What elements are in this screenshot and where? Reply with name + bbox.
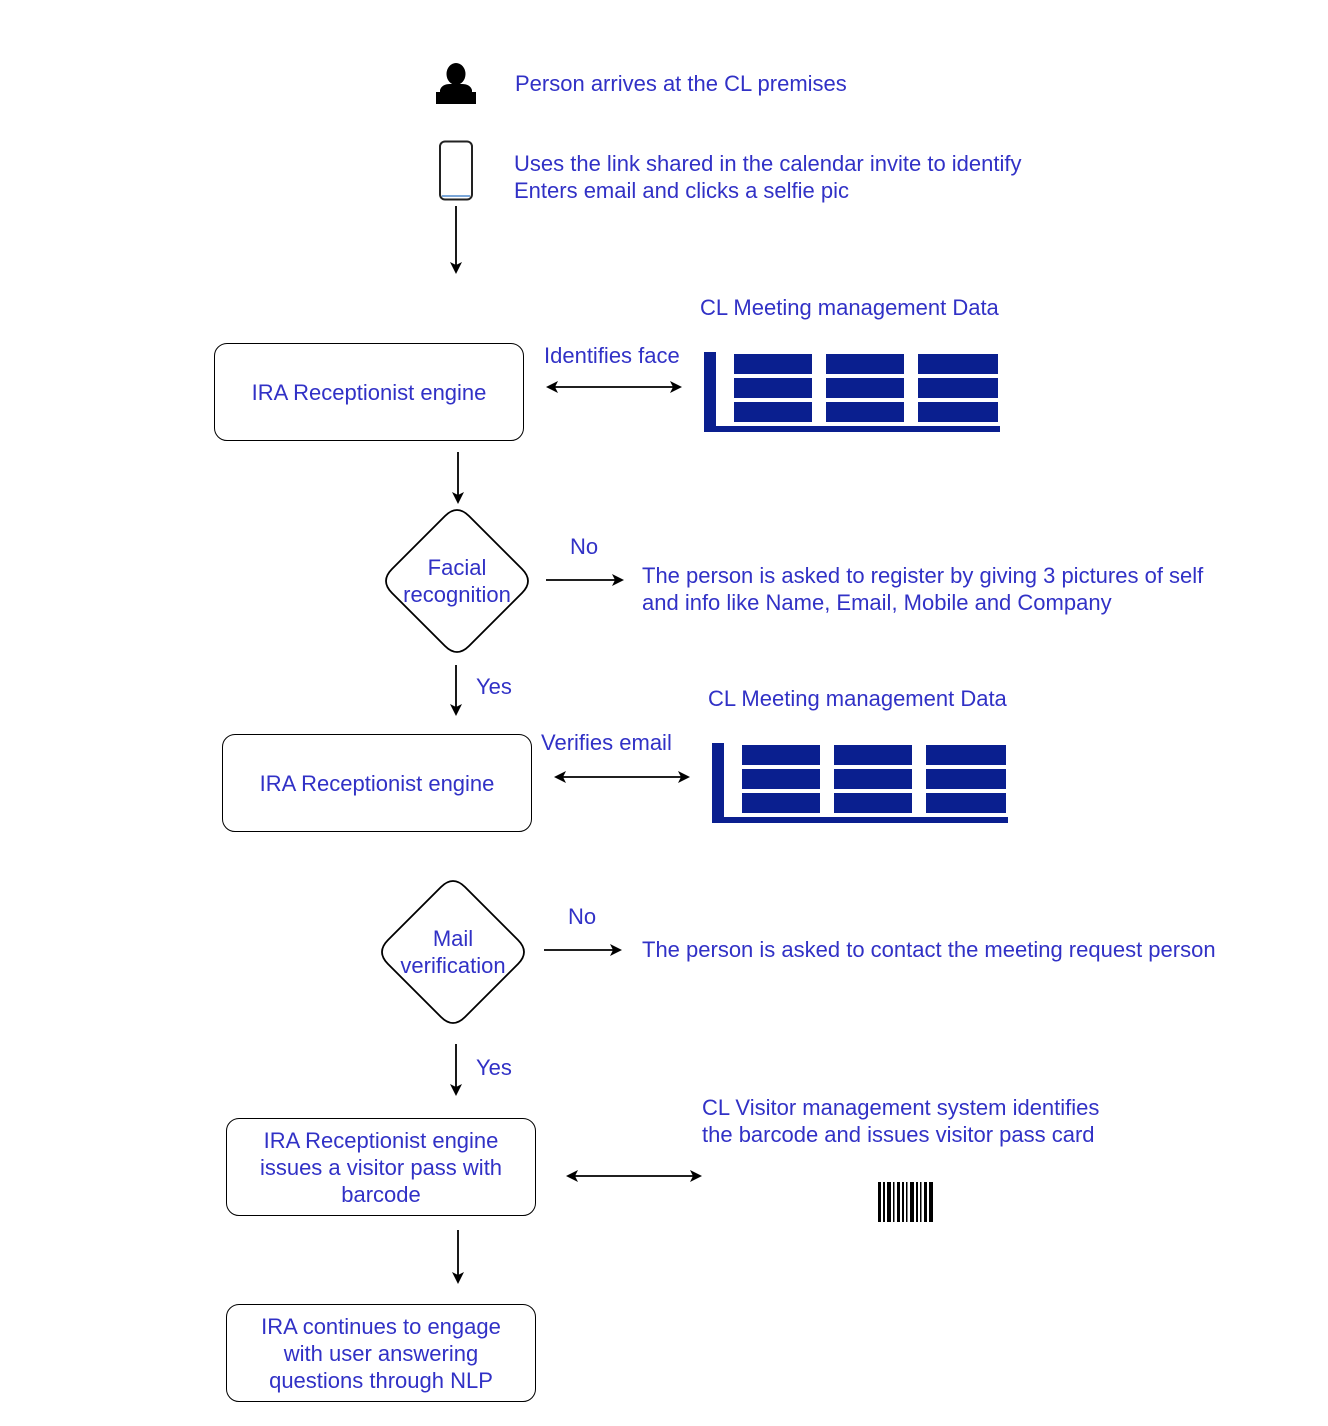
step-arrival-text: Person arrives at the CL premises bbox=[515, 71, 847, 96]
ira-engine-box-2: IRA Receptionist engine bbox=[222, 734, 532, 832]
vms-line1: CL Visitor management system identifies bbox=[702, 1095, 1100, 1120]
database-table-icon bbox=[712, 743, 1008, 823]
smartphone-icon bbox=[439, 140, 473, 201]
diamond-shape bbox=[385, 509, 529, 653]
edge-label-identifies-face: Identifies face bbox=[544, 343, 680, 368]
facial-no-line1: The person is asked to register by givin… bbox=[642, 563, 1204, 588]
edge-label-verifies-email: Verifies email bbox=[541, 730, 672, 755]
facial-recognition-label: Facial recognition bbox=[403, 555, 511, 607]
facial-yes-label: Yes bbox=[476, 674, 512, 699]
ira-engine-box-1: IRA Receptionist engine bbox=[214, 343, 524, 441]
mail-no-text: The person is asked to contact the meeti… bbox=[642, 937, 1216, 962]
step-phone-line1: Uses the link shared in the calendar inv… bbox=[514, 151, 1022, 176]
db-title-1: CL Meeting management Data bbox=[700, 295, 999, 320]
barcode-icon bbox=[878, 1182, 933, 1222]
mail-verification-label: Mail verification bbox=[400, 926, 506, 978]
visitor-pass-box: IRA Receptionist engine issues a visitor… bbox=[226, 1118, 536, 1216]
facial-no-label: No bbox=[570, 534, 599, 559]
mail-verification-decision: Mail verification bbox=[379, 878, 527, 1026]
final-engagement-box: IRA continues to engage with user answer… bbox=[226, 1304, 536, 1402]
db-title-2: CL Meeting management Data bbox=[708, 686, 1007, 711]
diamond-shape bbox=[381, 880, 525, 1024]
step-phone-line2: Enters email and clicks a selfie pic bbox=[514, 178, 850, 203]
facial-recognition-decision: Facial recognition bbox=[383, 507, 531, 655]
facial-no-line2: and info like Name, Email, Mobile and Co… bbox=[642, 590, 1112, 615]
person-icon bbox=[436, 63, 476, 104]
mail-no-label: No bbox=[568, 904, 597, 929]
mail-yes-label: Yes bbox=[476, 1055, 512, 1080]
database-table-icon bbox=[704, 352, 1000, 432]
vms-line2: the barcode and issues visitor pass card bbox=[702, 1122, 1095, 1147]
